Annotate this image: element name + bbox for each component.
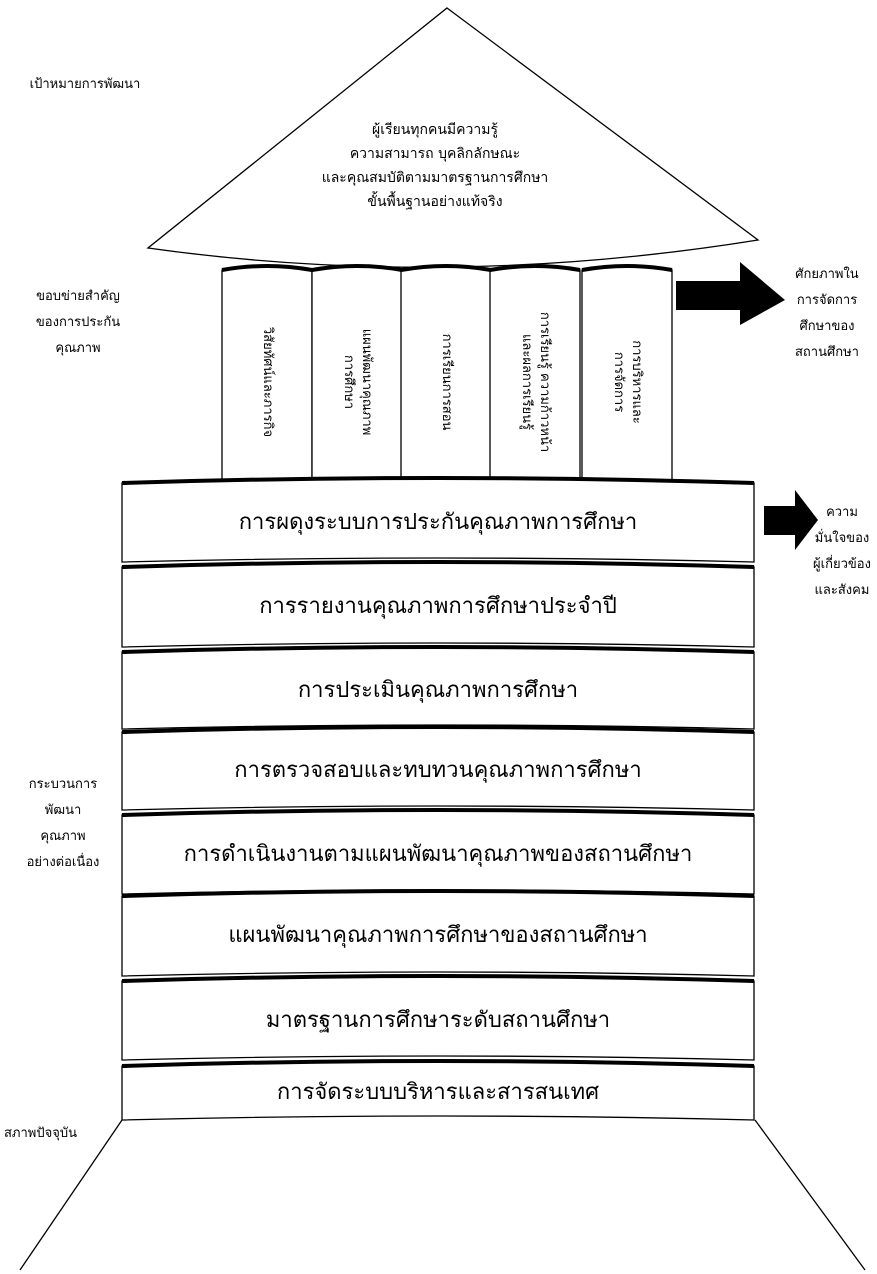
roof-line: ขั้นพื้นฐานอย่างแท้จริง bbox=[367, 194, 503, 210]
pillar-top-edge bbox=[400, 264, 492, 272]
confidence-label-line: มั่นใจของ bbox=[814, 531, 870, 546]
layer-top-edge bbox=[121, 645, 755, 654]
pillar-label-3: การเรียนการสอน bbox=[437, 284, 455, 480]
confidence-arrow bbox=[764, 490, 818, 550]
capability-label-line: การจัดการ bbox=[796, 293, 858, 308]
layer-label-6: แผนพัฒนาคุณภาพการศึกษาของสถานศึกษา bbox=[228, 923, 648, 948]
layer-label-4: การตรวจสอบและทบทวนคุณภาพการศึกษา bbox=[234, 758, 642, 783]
confidence-label-line: ความ bbox=[826, 505, 858, 520]
pillar-label-5: การบริหารและการจัดการ bbox=[609, 284, 645, 480]
layer-label-1: การผดุงระบบการประกันคุณภาพการศึกษา bbox=[238, 510, 638, 535]
process-label-line: พัฒนา bbox=[44, 803, 82, 818]
layer-label-7: มาตรฐานการศึกษาระดับสถานศึกษา bbox=[265, 1008, 611, 1033]
current-state-label: สภาพปัจจุบัน bbox=[4, 1126, 77, 1141]
layer-label-3: การประเมินคุณภาพการศึกษา bbox=[297, 678, 579, 703]
pillar-label-line: การเรียนการสอน bbox=[439, 333, 454, 430]
capability-label: ศักยภาพใน การจัดการ ศึกษาของ สถานศึกษา bbox=[782, 262, 872, 366]
pillar-label-line: การศึกษา bbox=[341, 354, 356, 409]
roof-line: ผู้เรียนทุกคนมีความรู้ bbox=[372, 122, 498, 138]
pillar-label-line: และผลการเรียนรู้ bbox=[519, 333, 534, 430]
goal-label: เป้าหมายการพัฒนา bbox=[29, 77, 141, 92]
roof-line: และคุณสมบัติตามมาตรฐานการศึกษา bbox=[321, 170, 549, 186]
pillar-label-line: วิสัยทัศน์และภารกิจ bbox=[260, 326, 275, 437]
pillar-top-edge bbox=[489, 264, 581, 272]
pillars-group bbox=[221, 264, 673, 486]
process-label-line: คุณภาพ bbox=[40, 829, 86, 844]
layer-top-edge bbox=[121, 476, 755, 485]
base-left-line bbox=[19, 1119, 123, 1271]
layer-top-edge bbox=[121, 808, 755, 817]
pillar-label-line: การเรียนรู้ ความก้าวหน้า bbox=[537, 311, 552, 452]
layer-top-edge bbox=[121, 560, 755, 569]
pillar-label-line: แผนพัฒนาคุณภาพ bbox=[359, 328, 374, 435]
capability-label-line: สถานศึกษา bbox=[795, 345, 859, 360]
pillar-label-1: วิสัยทัศน์และภารกิจ bbox=[258, 284, 276, 480]
layer-top-edge bbox=[121, 974, 755, 983]
process-label-line: กระบวนการ bbox=[28, 777, 98, 792]
pillar-top-edge bbox=[221, 264, 313, 272]
layer-label-2: การรายงานคุณภาพการศึกษาประจำปี bbox=[259, 594, 617, 619]
base-right-line bbox=[754, 1119, 866, 1271]
layer-label-5: การดำเนินงานตามแผนพัฒนาคุณภาพของสถานศึกษ… bbox=[183, 842, 693, 867]
roof-line: ความสามารถ บุคลิกลักษณะ bbox=[349, 146, 521, 162]
framework-label: ขอบข่ายสำคัญ ของการประกัน คุณภาพ bbox=[18, 284, 138, 362]
capability-label-line: ศึกษาของ bbox=[799, 319, 855, 334]
confidence-label-line: ผู้เกี่ยวข้อง bbox=[813, 557, 871, 572]
layer-top-edge bbox=[121, 889, 755, 898]
framework-label-line: ขอบข่ายสำคัญ bbox=[36, 289, 120, 304]
confidence-label-line: และสังคม bbox=[814, 583, 870, 598]
capability-arrow bbox=[676, 262, 785, 325]
framework-label-line: คุณภาพ bbox=[55, 341, 101, 356]
process-label: กระบวนการ พัฒนา คุณภาพ อย่างต่อเนื่อง bbox=[10, 772, 116, 876]
layer-label-8: การจัดระบบบริหารและสารสนเทศ bbox=[276, 1080, 600, 1105]
pillar-label-line: การบริหารและ bbox=[629, 339, 644, 424]
layer-top-edge bbox=[121, 1059, 755, 1068]
roof-goal-text: ผู้เรียนทุกคนมีความรู้ ความสามารถ บุคลิก… bbox=[300, 118, 570, 214]
pillar-top-edge bbox=[581, 264, 673, 272]
framework-label-line: ของการประกัน bbox=[35, 315, 121, 330]
pillar-label-4: การเรียนรู้ ความก้าวหน้าและผลการเรียนรู้ bbox=[517, 284, 553, 480]
pillar-label-2: แผนพัฒนาคุณภาพการศึกษา bbox=[339, 284, 375, 480]
capability-label-line: ศักยภาพใน bbox=[795, 267, 859, 282]
layer-top-edge bbox=[121, 725, 755, 734]
pillar-top-edge bbox=[311, 264, 403, 272]
process-label-line: อย่างต่อเนื่อง bbox=[26, 855, 100, 870]
layers-group bbox=[121, 476, 755, 1121]
confidence-label: ความ มั่นใจของ ผู้เกี่ยวข้อง และสังคม bbox=[808, 500, 876, 604]
pillar-label-line: การจัดการ bbox=[611, 351, 626, 412]
